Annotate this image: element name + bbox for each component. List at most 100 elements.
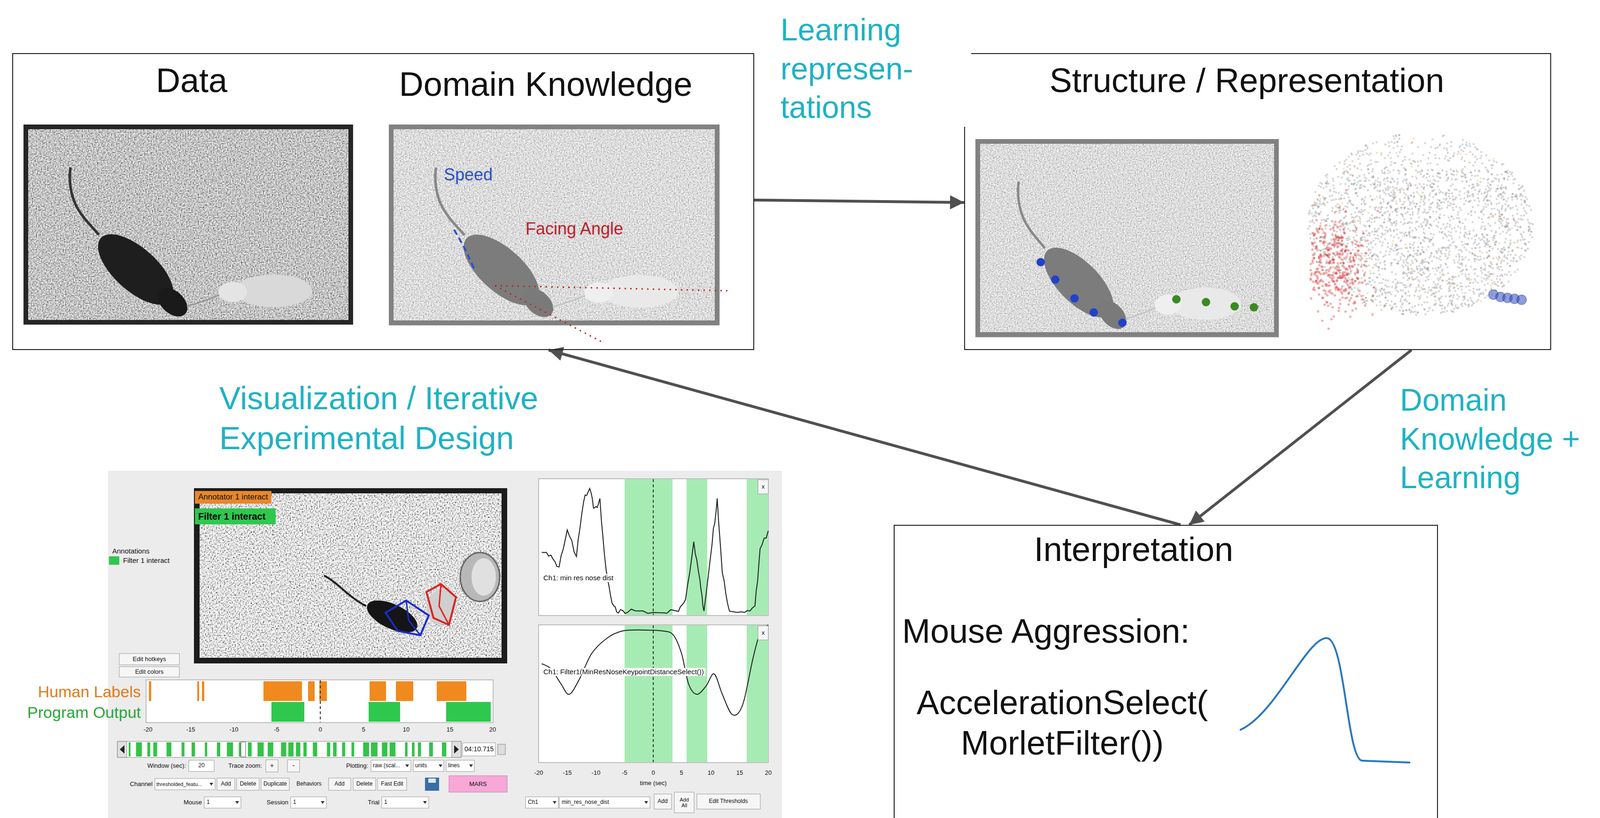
- scatter-dot: [1370, 299, 1373, 302]
- scatter-dot: [1402, 259, 1405, 262]
- scatter-dot: [1428, 194, 1431, 197]
- scatter-dot: [1487, 203, 1490, 206]
- scatter-dot: [1416, 160, 1419, 163]
- scatter-dot: [1437, 221, 1439, 224]
- scatter-dot: [1362, 232, 1365, 235]
- scatter-dot: [1417, 295, 1420, 298]
- scatter-dot: [1467, 189, 1470, 192]
- scatter-dot: [1351, 248, 1354, 251]
- scatter-dot: [1399, 258, 1402, 261]
- scatter-dot: [1343, 162, 1346, 165]
- scatter-dot: [1402, 276, 1405, 279]
- scatter-dot: [1423, 201, 1426, 204]
- scatter-dot: [1445, 279, 1448, 282]
- scatter-dot: [1507, 217, 1510, 220]
- scatter-dot: [1392, 198, 1395, 201]
- scatter-dot: [1512, 182, 1515, 185]
- scatter-dot: [1348, 258, 1351, 261]
- scatter-dot: [1500, 281, 1503, 284]
- scatter-dot: [1459, 270, 1462, 273]
- scatter-dot: [1442, 197, 1445, 200]
- scatter-dot: [1491, 164, 1494, 167]
- scatter-dot: [1344, 183, 1347, 186]
- scatter-dot: [1467, 191, 1470, 194]
- scatter-dot: [1471, 220, 1474, 223]
- scatter-dot: [1320, 203, 1323, 206]
- scatter-dot: [1391, 185, 1394, 188]
- scatter-dot: [1456, 297, 1459, 300]
- scatter-dot: [1429, 179, 1431, 182]
- scatter-dot: [1352, 236, 1355, 239]
- scatter-dot: [1422, 154, 1425, 156]
- scatter-dot: [1478, 249, 1481, 252]
- scatter-dot: [1491, 247, 1494, 250]
- scatter-dot: [1417, 208, 1420, 210]
- scatter-dot: [1511, 198, 1514, 201]
- scatter-dot: [1505, 200, 1508, 202]
- scatter-dot: [1388, 145, 1391, 147]
- scatter-dot: [1463, 146, 1466, 149]
- scatter-dot: [1450, 185, 1453, 187]
- scatter-dot: [1401, 231, 1404, 234]
- scatter-dot: [1472, 143, 1475, 146]
- scatter-dot: [1491, 282, 1494, 285]
- scatter-dot: [1351, 293, 1353, 296]
- scatter-dot: [1505, 221, 1508, 224]
- scatter-dot: [1411, 175, 1414, 178]
- scatter-dot: [1330, 194, 1333, 197]
- scatter-dot: [1418, 170, 1421, 173]
- scatter-dot: [1494, 243, 1497, 246]
- scatter-dot: [1399, 239, 1402, 241]
- scatter-dot: [1373, 281, 1376, 284]
- scatter-dot: [1463, 197, 1466, 200]
- scatter-dot: [1375, 265, 1378, 268]
- scatter-dot: [1353, 286, 1356, 289]
- scatter-dot: [1369, 248, 1372, 251]
- scatter-dot: [1324, 227, 1327, 230]
- scatter-dot: [1468, 281, 1471, 284]
- scatter-dot: [1480, 280, 1483, 283]
- scatter-dot: [1410, 217, 1413, 220]
- scatter-dot: [1524, 195, 1527, 198]
- scatter-dot: [1386, 202, 1389, 205]
- scatter-dot: [1404, 283, 1407, 286]
- scatter-dot: [1419, 269, 1422, 272]
- scatter-dot: [1391, 305, 1394, 308]
- scatter-dot: [1381, 292, 1384, 294]
- scatter-dot: [1422, 183, 1425, 186]
- scatter-dot: [1469, 265, 1472, 268]
- scatter-dot: [1382, 278, 1384, 280]
- scatter-dot: [1330, 199, 1333, 201]
- scatter-dot: [1426, 219, 1429, 222]
- scatter-dot: [1368, 205, 1371, 208]
- scatter-dot: [1487, 222, 1490, 225]
- scatter-dot: [1458, 248, 1461, 251]
- scatter-dot: [1451, 195, 1454, 198]
- scatter-dot: [1360, 198, 1363, 201]
- scatter-dot: [1486, 193, 1489, 196]
- scatter-dot: [1386, 180, 1389, 183]
- scatter-dot: [1426, 296, 1429, 299]
- scatter-dot: [1413, 241, 1415, 244]
- scatter-dot: [1514, 222, 1517, 225]
- scatter-dot: [1308, 232, 1311, 235]
- scatter-dot: [1312, 207, 1315, 209]
- scatter-dot: [1496, 187, 1499, 190]
- scatter-dot: [1521, 236, 1523, 239]
- scatter-dot: [1308, 209, 1311, 212]
- scatter-dot: [1408, 277, 1411, 279]
- scatter-dot: [1450, 145, 1453, 147]
- scatter-dot: [1386, 242, 1389, 245]
- scatter-dot: [1369, 159, 1372, 162]
- scatter-dot: [1463, 301, 1466, 304]
- scatter-dot: [1490, 229, 1493, 232]
- scatter-dot: [1489, 195, 1492, 198]
- scatter-dot: [1493, 237, 1496, 240]
- scatter-dot: [1388, 214, 1391, 217]
- keypoints-green: [1172, 294, 1259, 312]
- scatter-dot: [1375, 258, 1377, 261]
- scatter-dot: [1344, 237, 1347, 240]
- scatter-dot: [1491, 179, 1494, 182]
- scatter-dot: [1450, 172, 1453, 175]
- scatter-dot: [1475, 300, 1478, 302]
